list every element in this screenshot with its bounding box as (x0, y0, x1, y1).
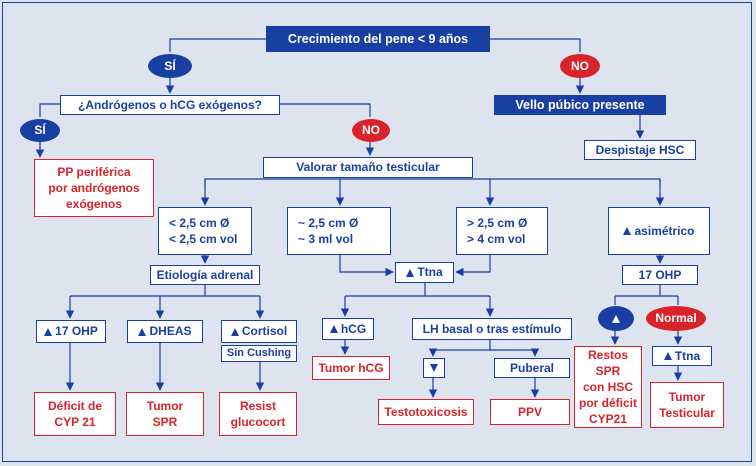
diagram-frame (2, 2, 752, 462)
tumor-testicular-box: Tumor Testicular (650, 382, 724, 428)
arrow-up-icon (612, 314, 620, 323)
hcg-row: hCG (329, 321, 366, 337)
edge-testicular-bus (204, 178, 661, 186)
arrow-up-icon (44, 327, 53, 336)
edge-root-no (490, 38, 581, 52)
ttna-row: Ttna (406, 264, 443, 280)
exogenous-question-box: ¿Andrógenos o hCG exógenos? (60, 95, 280, 115)
ppv-box: PPV (490, 399, 570, 425)
pp-peripheral-box: PP periférica por andrógenos exógenos (34, 159, 154, 217)
ohp17-up-row: 17 OHP (44, 323, 98, 339)
ttna-right-box: Ttna (652, 346, 712, 366)
edge-question-no (280, 103, 371, 117)
restos-spr-box: Restos SPR con HSC por déficit CYP21 (574, 346, 642, 428)
asymmetric-row: asimétrico (623, 223, 695, 239)
resist-glucocort-box: Resist glucocort (219, 392, 297, 436)
pubic-hair-box: Vello púbico presente (494, 95, 666, 115)
edge-medium-ttna (339, 255, 394, 277)
dheas-box: DHEAS (127, 320, 203, 343)
lh-basal-box: LH basal o tras estímulo (412, 318, 572, 340)
arrow-up-icon (138, 327, 147, 336)
cortisol-box: Cortisol (221, 320, 297, 343)
edge-question-yes (39, 103, 60, 117)
size-medium-box: ~ 2,5 cm Ø ~ 3 ml vol (287, 207, 391, 255)
testotoxicosis-box: Testotoxicosis (378, 399, 474, 425)
tumor-hcg-box: Tumor hCG (312, 356, 390, 380)
arrow-up-icon (329, 325, 338, 333)
testicular-size-box: Valorar tamaño testicular (263, 157, 473, 178)
edge-ohp-bus (615, 285, 678, 297)
pubertal-box: Puberal (494, 358, 570, 378)
hcg-box: hCG (322, 318, 374, 340)
ttna-box: Ttna (395, 262, 454, 283)
arrow-up-icon (623, 227, 632, 235)
arrow-down-icon (430, 364, 438, 372)
edge-root-yes (169, 38, 266, 52)
cortisol-row: Cortisol (230, 323, 287, 339)
tumor-spr-box: Tumor SPR (126, 392, 204, 436)
edge-ttna-bus (345, 283, 490, 297)
decrease-box (423, 358, 445, 378)
adrenal-etiology-box: Etiología adrenal (150, 265, 260, 285)
edge-lh-bus (433, 340, 535, 351)
edge-large-ttna (455, 255, 491, 277)
ohp17-right-box: 17 OHP (622, 265, 698, 285)
no-cushing-box: Sin Cushing (221, 345, 297, 362)
dheas-row: DHEAS (138, 323, 192, 339)
no-pill: NO (560, 54, 600, 78)
root-node: Crecimiento del pene < 9 años (266, 26, 490, 52)
normal-pill: Normal (646, 306, 706, 331)
increase-pill (598, 306, 634, 331)
size-asymmetric-box: asimétrico (608, 207, 710, 255)
size-small-box: < 2,5 cm Ø < 2,5 cm vol (158, 207, 252, 255)
yes-pill: SÍ (148, 54, 192, 78)
arrow-up-icon (663, 352, 672, 360)
deficit-cyp21-box: Déficit de CYP 21 (34, 392, 116, 436)
hsc-screening-box: Despistaje HSC (584, 140, 696, 160)
size-large-box: > 2,5 cm Ø > 4 cm vol (456, 207, 548, 255)
arrow-up-icon (230, 327, 239, 336)
ohp17-up-box: 17 OHP (36, 320, 106, 343)
yes-pill-2: SÍ (20, 119, 60, 142)
ttna-right-row: Ttna (663, 348, 700, 364)
edge-adrenal-bus (70, 285, 260, 297)
arrow-up-icon (406, 268, 415, 277)
no-pill-2: NO (352, 119, 390, 142)
